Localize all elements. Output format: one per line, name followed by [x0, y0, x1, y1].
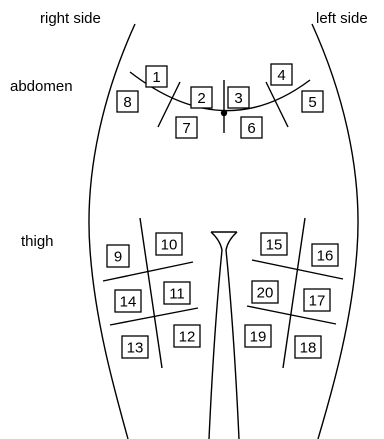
svg-text:11: 11	[169, 286, 185, 303]
site-8[interactable]: 8	[117, 91, 138, 112]
site-18[interactable]: 18	[295, 336, 321, 358]
site-13[interactable]: 13	[122, 336, 148, 358]
svg-text:15: 15	[266, 237, 283, 254]
abdomen-divider-left	[266, 82, 288, 127]
svg-text:12: 12	[179, 329, 196, 346]
site-17[interactable]: 17	[304, 289, 330, 311]
svg-text:17: 17	[309, 293, 326, 310]
right-side-label: right side	[40, 10, 101, 27]
svg-text:16: 16	[317, 248, 334, 265]
svg-text:13: 13	[127, 340, 144, 357]
inner-thigh-right-outline	[209, 232, 222, 439]
site-20[interactable]: 20	[252, 281, 278, 303]
site-10[interactable]: 10	[156, 233, 182, 255]
navel-dot	[221, 110, 227, 116]
outer-body-right-outline	[312, 24, 358, 439]
svg-text:3: 3	[234, 90, 242, 107]
svg-text:4: 4	[277, 67, 285, 84]
site-3[interactable]: 3	[228, 87, 249, 108]
thigh-label: thigh	[21, 233, 54, 250]
svg-text:9: 9	[114, 249, 122, 266]
svg-text:18: 18	[300, 340, 317, 357]
site-19[interactable]: 19	[245, 325, 271, 347]
svg-text:7: 7	[182, 120, 190, 137]
svg-text:5: 5	[308, 94, 316, 111]
site-6[interactable]: 6	[241, 117, 262, 138]
svg-text:2: 2	[197, 90, 205, 107]
svg-text:8: 8	[123, 94, 131, 111]
site-12[interactable]: 12	[174, 325, 200, 347]
site-11[interactable]: 11	[164, 282, 190, 304]
svg-text:14: 14	[120, 294, 137, 311]
site-4[interactable]: 4	[271, 64, 292, 85]
svg-text:10: 10	[161, 237, 178, 254]
svg-text:1: 1	[152, 69, 160, 86]
site-9[interactable]: 9	[107, 245, 129, 267]
inner-thigh-left-outline	[226, 232, 239, 439]
site-16[interactable]: 16	[312, 244, 338, 266]
site-14[interactable]: 14	[115, 290, 141, 312]
svg-text:20: 20	[257, 285, 274, 302]
site-1[interactable]: 1	[146, 66, 167, 87]
svg-text:6: 6	[247, 120, 255, 137]
left-side-label: left side	[316, 10, 368, 27]
site-15[interactable]: 15	[261, 233, 287, 255]
outer-body-left-outline	[89, 24, 135, 439]
abdomen-label: abdomen	[10, 78, 73, 95]
site-5[interactable]: 5	[302, 91, 323, 112]
site-2[interactable]: 2	[191, 87, 212, 108]
svg-text:19: 19	[250, 329, 267, 346]
site-7[interactable]: 7	[176, 117, 197, 138]
